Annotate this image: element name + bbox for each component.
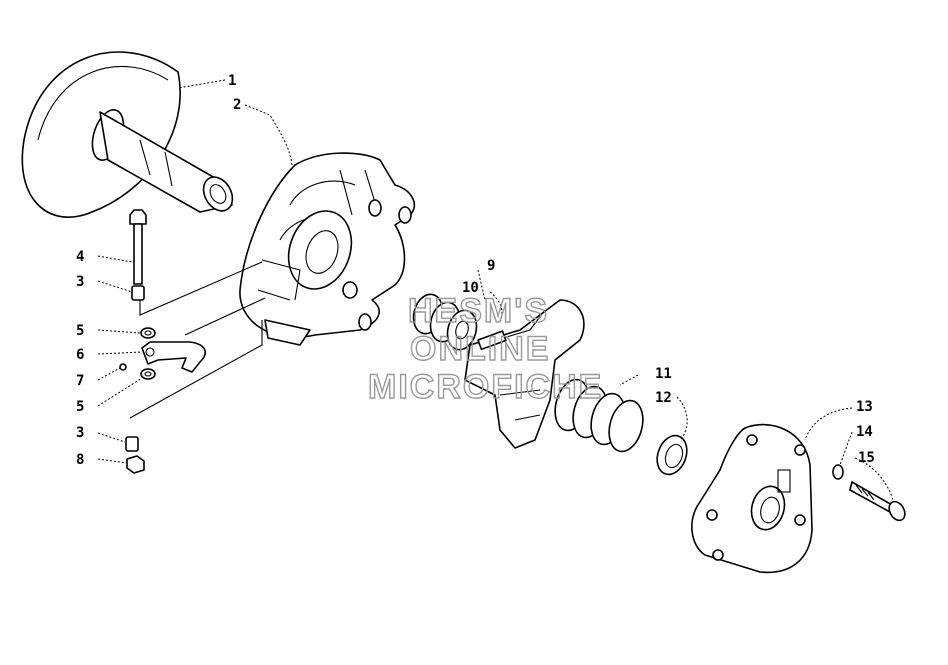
watermark-line-2: ONLINE bbox=[410, 330, 550, 368]
part-11-spring bbox=[554, 378, 644, 453]
part-5-washer-lower bbox=[140, 368, 156, 380]
part-2-spider-housing bbox=[239, 152, 416, 346]
callout-3-lower: 3 bbox=[76, 425, 84, 441]
callout-12: 12 bbox=[655, 390, 672, 406]
callouts: 1 2 3 3 4 5 5 6 7 8 9 10 11 12 13 14 15 bbox=[76, 73, 875, 468]
leader-lines bbox=[97, 79, 894, 501]
callout-5-lower: 5 bbox=[76, 399, 84, 415]
callout-3-upper: 3 bbox=[76, 274, 84, 290]
part-1-sheave bbox=[21, 51, 234, 218]
callout-6: 6 bbox=[76, 347, 84, 363]
watermark-line-1: HESM'S bbox=[408, 292, 549, 330]
part-5-washer-upper bbox=[140, 327, 156, 339]
part-3-bushing-upper bbox=[131, 285, 145, 301]
part-7-pin bbox=[119, 363, 127, 371]
callout-8: 8 bbox=[76, 452, 84, 468]
callout-2: 2 bbox=[233, 97, 241, 113]
watermark-line-3: MICROFICHE bbox=[368, 368, 603, 406]
part-10-spider bbox=[464, 299, 585, 449]
callout-15: 15 bbox=[858, 450, 875, 466]
callout-11: 11 bbox=[655, 366, 672, 382]
part-8-nut bbox=[126, 455, 145, 474]
watermark: HESM'S ONLINE MICROFICHE bbox=[367, 291, 603, 406]
part-6-arm bbox=[141, 341, 206, 373]
callout-9: 9 bbox=[487, 258, 495, 274]
callout-7: 7 bbox=[76, 373, 84, 389]
part-14-washer bbox=[832, 464, 844, 480]
part-4-bolt bbox=[129, 209, 147, 285]
callout-1: 1 bbox=[228, 73, 236, 89]
part-15-bolt bbox=[849, 481, 906, 522]
callout-5-upper: 5 bbox=[76, 323, 84, 339]
assembly-lines bbox=[129, 261, 266, 419]
callout-10: 10 bbox=[462, 280, 479, 296]
callout-13: 13 bbox=[856, 399, 873, 415]
part-12-bushing bbox=[656, 434, 688, 476]
callout-14: 14 bbox=[856, 424, 873, 440]
callout-4: 4 bbox=[76, 249, 84, 265]
part-13-cover-plate bbox=[691, 423, 813, 574]
part-3-bushing-lower bbox=[125, 436, 139, 452]
part-9-rollers bbox=[412, 293, 478, 351]
